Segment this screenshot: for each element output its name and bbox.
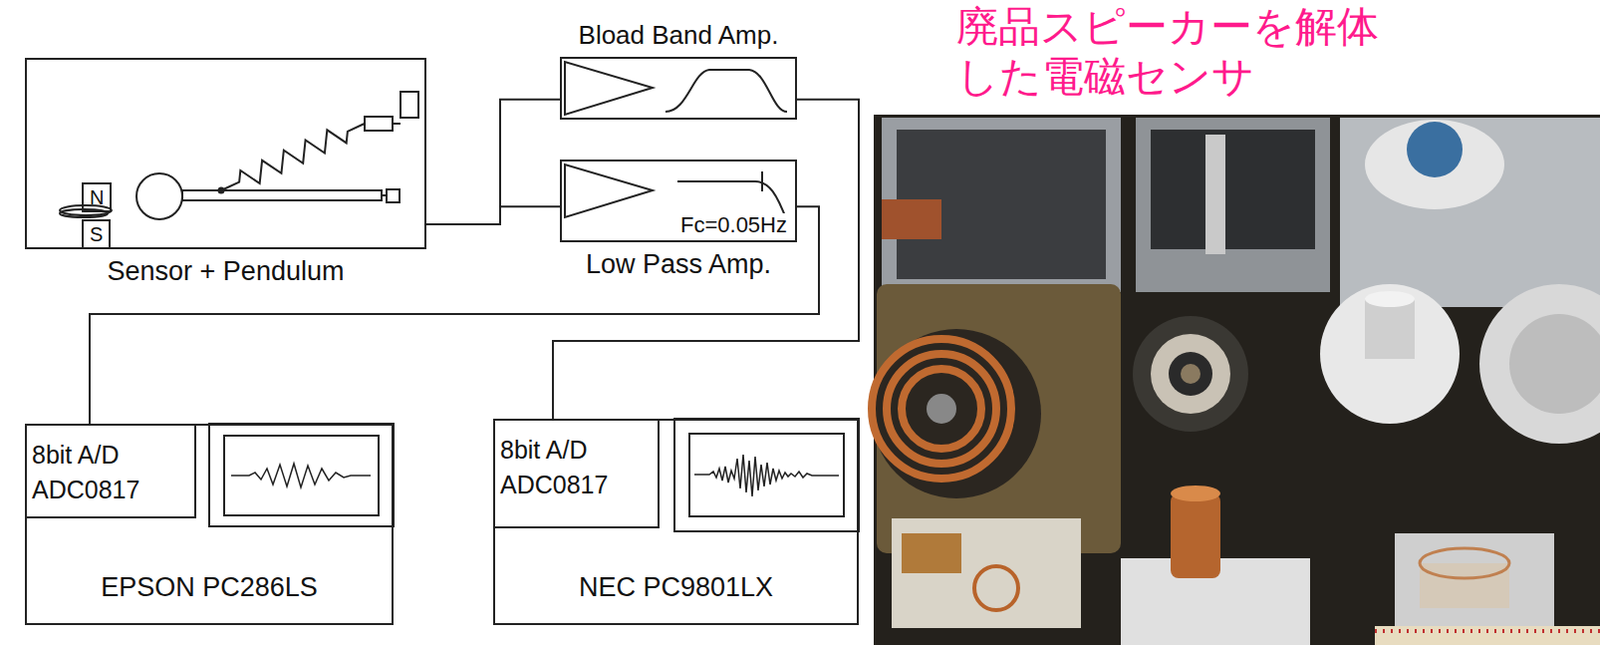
computer-screens: [209, 418, 859, 532]
pole-letter: N: [89, 186, 104, 209]
pendulum-sensor-drawing-part: [400, 91, 419, 118]
adc-box: 8bit A/D ADC0817: [24, 423, 197, 519]
computer-screens-part: [231, 463, 371, 488]
amplifier-symbols-part: [761, 171, 764, 192]
computer-screens-part: [694, 454, 839, 497]
speaker-parts-photo-part: [1205, 134, 1226, 255]
speaker-parts-photo-part: [891, 518, 1081, 628]
cutoff-frequency: Fc=0.05Hz: [678, 213, 790, 238]
speaker-parts-photo-part: [901, 533, 962, 573]
speaker-parts-photo-part: [1479, 283, 1600, 444]
speaker-parts-photo-part: [1132, 315, 1249, 432]
pendulum-sensor-drawing-part: [136, 173, 183, 220]
computer-label: NEC PC9801LX: [578, 572, 774, 603]
adc-box: 8bit A/D ADC0817: [493, 418, 660, 529]
speaker-parts-photo-part: [1364, 298, 1415, 359]
amplifier-box: Bload Band Amp.: [559, 56, 798, 120]
speaker-parts-photo-part: [1364, 119, 1505, 210]
speaker-parts-photo-part: [871, 328, 1042, 499]
amplifier-symbols-part: [564, 61, 653, 115]
computer-screens-part: [224, 435, 379, 516]
speaker-parts-photo-part: [1320, 283, 1460, 424]
speaker-parts-photo-part: [901, 368, 982, 449]
signal-wire: [89, 206, 819, 424]
speaker-parts-photo-part: [881, 117, 1121, 292]
speaker-parts-photo-part: [1150, 333, 1231, 414]
speaker-parts-photo-part: [881, 199, 942, 240]
computer-box: 8bit A/D ADC0817NEC PC9801LX: [493, 418, 859, 625]
pendulum-sensor-drawing: [59, 91, 419, 220]
pendulum-sensor-drawing-part: [392, 122, 401, 125]
speaker-parts-photo-part: [886, 353, 997, 464]
amplifier-symbols: [564, 61, 788, 222]
speaker-parts-photo-part: [1135, 117, 1331, 292]
photo-title: 廃品スピーカーを解体 した電磁センサ: [956, 1, 1425, 103]
computer-screens-part: [674, 418, 859, 532]
amplifier-box: Fc=0.05HzLow Pass Amp.: [559, 159, 798, 243]
computer-label: EPSON PC286LS: [100, 572, 318, 603]
speaker-parts-photo-part: [1150, 129, 1316, 250]
amplifier-label: Bload Band Amp.: [578, 20, 780, 50]
computer-screens-part: [209, 423, 394, 527]
speaker-parts-photo-part: [871, 338, 1012, 479]
amplifier-label: Low Pass Amp.: [585, 250, 772, 280]
computer-screens-part: [689, 433, 844, 517]
speaker-parts-photo-part: [1170, 485, 1221, 502]
signal-wire: [426, 206, 560, 225]
magnet-pole: N: [81, 182, 112, 213]
speaker-parts-photo-part: [926, 393, 957, 424]
adc-label: 8bit A/D ADC0817: [500, 432, 650, 503]
speaker-parts-photo-part: [1374, 625, 1600, 645]
pole-letter: S: [89, 223, 103, 246]
amplifier-symbols-part: [665, 69, 788, 112]
pendulum-sensor-drawing-part: [217, 114, 369, 200]
computer-box: 8bit A/D ADC0817EPSON PC286LS: [24, 423, 394, 625]
speaker-parts-photo-part: [1419, 547, 1510, 578]
pendulum-sensor-drawing-part: [364, 116, 393, 131]
pendulum-sensor-drawing-part: [386, 189, 400, 203]
speaker-parts-photo-part: [1339, 117, 1600, 307]
sensor-housing: NSSensor + Pendulum: [24, 57, 427, 250]
speaker-parts-photo-part: [1374, 628, 1600, 633]
speaker-parts-photo-part: [1364, 290, 1415, 307]
speaker-parts-photo: [871, 114, 1600, 645]
speaker-parts-photo-part: [1419, 562, 1510, 608]
adc-label: 8bit A/D ADC0817: [31, 437, 182, 508]
amplifier-symbols-part: [564, 164, 653, 218]
speaker-parts-photo-part: [974, 565, 1019, 610]
magnet-pole: S: [81, 219, 111, 250]
signal-wire: [552, 99, 859, 419]
speaker-parts-photo-part: [1180, 363, 1201, 384]
speaker-parts-photo-part: [1509, 313, 1600, 414]
pendulum-sensor-drawing-part: [182, 190, 382, 201]
speaker-parts-photo-part: [1406, 121, 1463, 178]
signal-wire: [426, 99, 560, 225]
speaker-parts-photo-part: [1170, 493, 1221, 578]
speaker-parts-photo-part: [1168, 351, 1213, 396]
sensor-label: Sensor + Pendulum: [107, 257, 345, 287]
